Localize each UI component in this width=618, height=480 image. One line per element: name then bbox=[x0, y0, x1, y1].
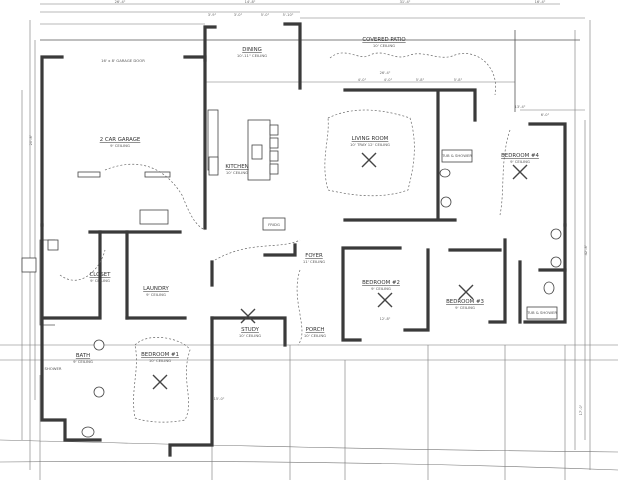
room-bedroom-1: BEDROOM #1 bbox=[141, 352, 179, 358]
dimension-text: 26'-4" bbox=[115, 0, 126, 4]
room-living: LIVING ROOM bbox=[352, 136, 389, 142]
room-kitchen-ceiling: 10' CEILING bbox=[226, 170, 248, 175]
tub-shower-label: TUB & SHOWER bbox=[526, 310, 557, 315]
room-dining-ceiling: 10'-11" CEILING bbox=[237, 53, 267, 58]
room-closet-ceiling: 9' CEILING bbox=[90, 278, 110, 283]
fan-icon bbox=[361, 152, 377, 168]
dimension-text: 13'-4" bbox=[515, 105, 526, 109]
walls bbox=[40, 22, 567, 457]
room-garage-ceiling: 9' CEILING bbox=[110, 143, 130, 148]
fridge-label: FRIDG bbox=[268, 222, 280, 227]
room-porch-ceiling: 10' CEILING bbox=[304, 333, 326, 338]
fan-icon bbox=[377, 292, 393, 308]
dimension-text: 3'-9" bbox=[208, 13, 217, 17]
dimension-text: 16'-4" bbox=[535, 0, 546, 4]
room-bedroom-3: BEDROOM #3 bbox=[446, 299, 484, 305]
room-closet: CLOSET bbox=[90, 272, 112, 278]
dimension-text: 42'-8" bbox=[584, 244, 588, 255]
room-dining: DINING bbox=[242, 47, 262, 53]
room-bedroom-2: BEDROOM #2 bbox=[362, 280, 400, 286]
room-bath-ceiling: 9' CEILING bbox=[73, 359, 93, 364]
fan-icon bbox=[240, 308, 256, 324]
room-bedroom-3-ceiling: 9' CEILING bbox=[455, 305, 475, 310]
room-bedroom-2-ceiling: 9' CEILING bbox=[371, 286, 391, 291]
dimension-text: 3'-0" bbox=[234, 13, 243, 17]
room-laundry: LAUNDRY bbox=[143, 286, 169, 292]
room-bedroom-4: BEDROOM #4 bbox=[501, 153, 539, 159]
garage-door-label: 16' x 8' GARAGE DOOR bbox=[101, 58, 145, 63]
dimension-text: 12'-8" bbox=[380, 317, 391, 321]
room-covered-patio-ceiling: 10' CEILING bbox=[373, 43, 395, 48]
room-garage: 2 CAR GARAGE bbox=[100, 137, 141, 143]
dimension-text: 14'-8" bbox=[245, 0, 256, 4]
dimension-text: 5'-10" bbox=[283, 13, 294, 17]
room-bedroom-4-ceiling: 9' CEILING bbox=[510, 159, 530, 164]
fan-icon bbox=[458, 284, 474, 300]
tub-shower-label: TUB & SHOWER bbox=[441, 153, 472, 158]
room-laundry-ceiling: 9' CEILING bbox=[146, 292, 166, 297]
room-labels: 16' x 8' GARAGE DOOR 2 CAR GARAGE 9' CEI… bbox=[44, 37, 557, 371]
room-covered-patio: COVERED PATIO bbox=[362, 37, 405, 43]
room-porch: PORCH bbox=[306, 327, 325, 333]
dimension-labels: 26'-4" 14'-8" 31'-4" 16'-4" 26'-4" 3'-9"… bbox=[29, 0, 588, 415]
dimension-text: 15'-0" bbox=[214, 397, 225, 401]
room-foyer: FOYER bbox=[305, 253, 323, 259]
room-study: STUDY bbox=[241, 327, 260, 333]
dimension-text: 6'-0" bbox=[541, 113, 550, 117]
dimension-text: 4'-0" bbox=[358, 78, 367, 82]
dimension-text: 5'-0" bbox=[261, 13, 270, 17]
dimension-text: 31'-4" bbox=[400, 0, 411, 4]
dimension-text: 20'-8" bbox=[29, 134, 33, 145]
dimension-text: 5'-8" bbox=[416, 78, 425, 82]
room-bedroom-1-ceiling: 10' CEILING bbox=[149, 358, 171, 363]
fixtures bbox=[21, 109, 562, 438]
dimension-lines bbox=[0, 3, 618, 480]
room-foyer-ceiling: 11' CEILING bbox=[303, 259, 325, 264]
dimension-text: 17'-0" bbox=[579, 404, 583, 415]
room-shower: SHOWER bbox=[44, 366, 61, 371]
room-bath: BATH bbox=[76, 353, 90, 359]
dimension-text: 4'-0" bbox=[384, 78, 393, 82]
dimension-text: 26'-4" bbox=[380, 71, 391, 75]
room-kitchen: KITCHEN bbox=[225, 164, 248, 170]
room-study-ceiling: 10' CEILING bbox=[239, 333, 261, 338]
ceiling-fans bbox=[152, 152, 528, 390]
electrical-wiring bbox=[59, 52, 511, 423]
room-living-ceiling: 10' TRAY 12' CEILING bbox=[350, 142, 390, 147]
dimension-text: 5'-8" bbox=[454, 78, 463, 82]
fan-icon bbox=[152, 374, 168, 390]
fan-icon bbox=[512, 164, 528, 180]
